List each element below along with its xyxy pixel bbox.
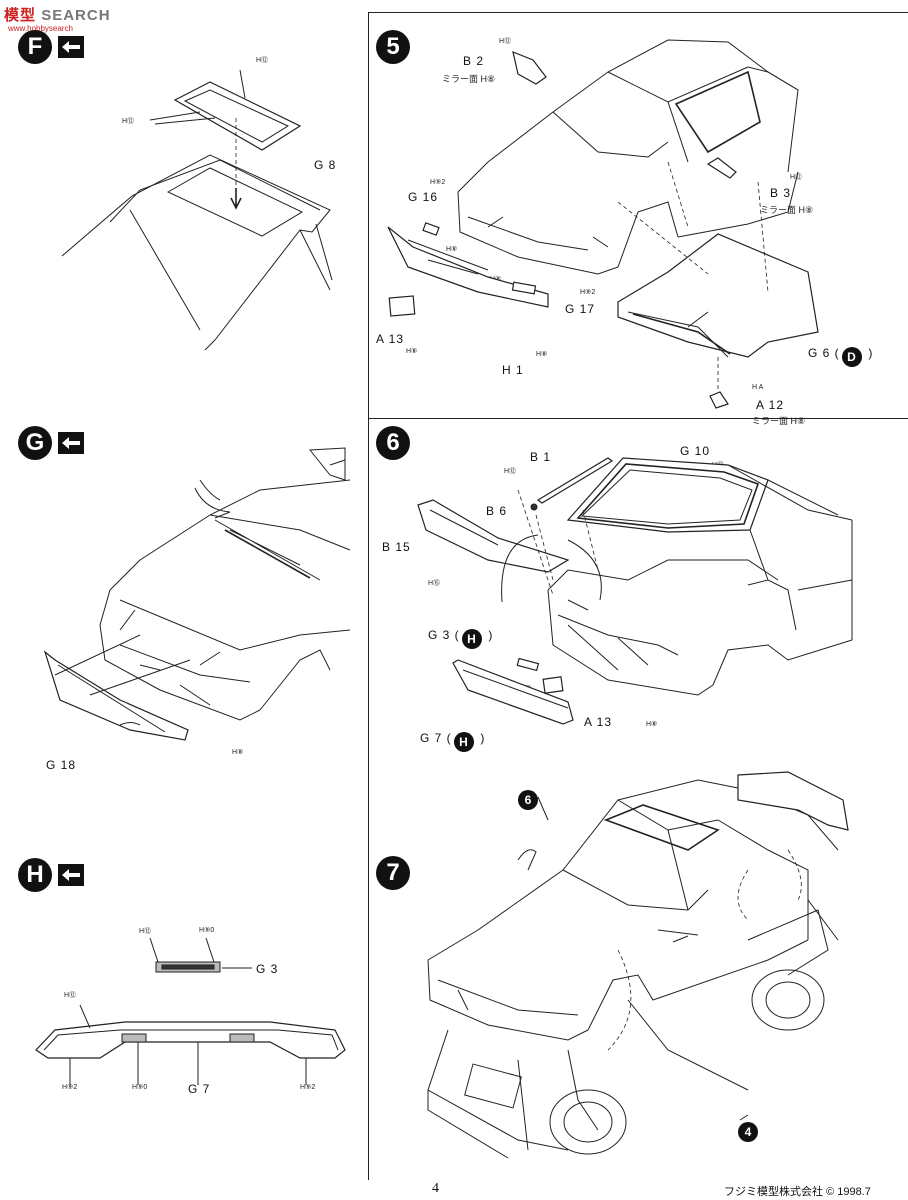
label-h-h12b: H⑫ xyxy=(64,992,77,999)
label-h-h12: H⑫ xyxy=(139,928,152,935)
label-5-h8a: H⑧ xyxy=(446,246,458,253)
label-6-g3-text: G 3 ( xyxy=(428,628,460,642)
car-assembly-7-drawing xyxy=(427,771,849,1159)
step-badge-h: H xyxy=(18,858,52,892)
car-rear-6-drawing xyxy=(417,457,853,725)
bumper-paint-guide-drawing xyxy=(35,937,346,1085)
page-number: 4 xyxy=(432,1181,439,1196)
label-5-h12b: H⑫ xyxy=(790,174,803,181)
label-5-ha: H A xyxy=(752,384,764,391)
label-6-h15: H⑮ xyxy=(428,580,441,587)
label-5-g6-close: ) xyxy=(868,346,874,360)
swap-arrow-icon xyxy=(58,432,84,454)
label-5-h8d: H⑧ xyxy=(536,351,548,358)
label-6-g3-close: ) xyxy=(488,628,494,642)
swap-arrow-icon xyxy=(58,864,84,886)
label-h-h90: H⑨0 xyxy=(199,927,215,934)
watermark-brand-en: SEARCH xyxy=(41,7,111,24)
label-6-g7: G 7 ( H ) xyxy=(420,728,486,752)
label-6-a13: A 13 xyxy=(584,715,613,729)
watermark-brand-cn: 模型 xyxy=(4,7,37,24)
car-front-5-drawing xyxy=(387,39,819,409)
label-5-b3: B 3 xyxy=(770,186,792,200)
label-5-h8c: H⑧ xyxy=(406,348,418,355)
label-5-h12a: H⑫ xyxy=(499,38,512,45)
label-5-g16: G 16 xyxy=(408,190,439,204)
label-5-mirror-b: ミラー面 H⑧ xyxy=(760,205,814,215)
label-5-g17: G 17 xyxy=(565,302,596,316)
divider-top xyxy=(368,12,908,13)
step-badge-g: G xyxy=(18,426,52,460)
label-6-g3: G 3 ( H ) xyxy=(428,625,494,649)
car-front-g-drawing xyxy=(43,447,351,741)
label-6-b6: B 6 xyxy=(486,504,508,518)
ref-badge-h: H xyxy=(454,732,475,752)
label-6-h12b: H⑫ xyxy=(504,468,517,475)
label-6-g7-text: G 7 ( xyxy=(420,731,452,745)
label-h-h92b: H⑨2 xyxy=(300,1084,316,1091)
label-5-g6-text: G 6 ( xyxy=(808,346,840,360)
step-badge-6: 6 xyxy=(376,426,410,460)
label-g-g18: G 18 xyxy=(46,758,77,772)
label-h-g3: G 3 xyxy=(256,962,279,976)
label-f-h12a: H⑫ xyxy=(256,57,269,64)
label-f-g8: G 8 xyxy=(314,158,337,172)
label-6-b1: B 1 xyxy=(530,450,552,464)
label-g-h8: H⑧ xyxy=(232,749,244,756)
divider-vertical xyxy=(368,12,369,1180)
label-h-g7: G 7 xyxy=(188,1082,211,1096)
label-6-h8b: H⑧ xyxy=(646,721,658,728)
label-5-a12: A 12 xyxy=(756,398,785,412)
label-5-mirror-a: ミラー面 H⑧ xyxy=(442,74,496,84)
ref-step-6-badge: 6 xyxy=(518,790,538,810)
watermark-sub: www.hobbysearch xyxy=(8,24,73,33)
label-5-mirror-c: ミラー面 H⑧ xyxy=(752,416,806,426)
step-badge-7: 7 xyxy=(376,856,410,890)
label-6-g7-close: ) xyxy=(480,731,486,745)
label-h-h92a: H⑨2 xyxy=(62,1084,78,1091)
step-badge-f: F xyxy=(18,30,52,64)
company-copyright: フジミ模型株式会社 © 1998.7 xyxy=(724,1186,871,1198)
step-badge-5: 5 xyxy=(376,30,410,64)
ref-badge-h: H xyxy=(462,629,483,649)
label-5-b2: B 2 xyxy=(463,54,485,68)
ref-step-4-badge: 4 xyxy=(738,1122,758,1142)
swap-arrow-icon xyxy=(58,36,84,58)
label-5-g6: G 6 ( D ) xyxy=(808,343,874,367)
watermark: 模型 SEARCH xyxy=(4,4,111,25)
label-6-g10: G 10 xyxy=(680,444,711,458)
label-5-h1: H 1 xyxy=(502,363,524,377)
divider-step6 xyxy=(368,418,908,419)
label-f-h12b: H⑫ xyxy=(122,118,135,125)
ref-badge-d: D xyxy=(842,347,863,367)
label-5-a13: A 13 xyxy=(376,332,405,346)
label-5-h92a: H⑨2 xyxy=(430,179,446,186)
label-h-h90b: H⑨0 xyxy=(132,1084,148,1091)
label-5-h92b: H⑨2 xyxy=(580,289,596,296)
sunroof-drawing xyxy=(61,69,333,351)
label-6-b15: B 15 xyxy=(382,540,411,554)
